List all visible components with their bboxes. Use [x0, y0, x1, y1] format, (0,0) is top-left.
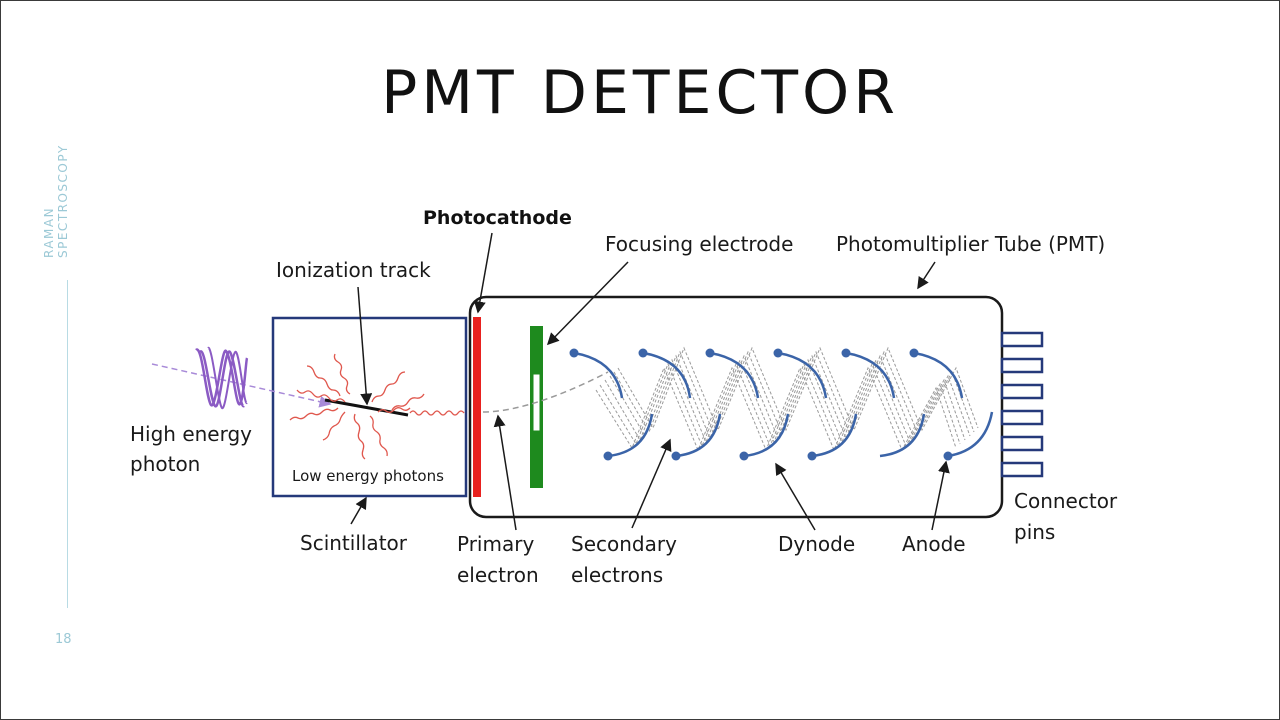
photocathode-bar	[473, 317, 481, 497]
side-divider-line	[67, 280, 68, 608]
dynode-contact	[909, 348, 919, 358]
dynode-contact	[569, 348, 579, 358]
connector-pin	[1000, 461, 1044, 478]
primary-electron-label-line-1: Primary	[457, 532, 534, 556]
pmt-label: Photomultiplier Tube (PMT)	[836, 232, 1105, 256]
photon-wave-right	[194, 348, 249, 407]
dynode-top	[573, 351, 624, 399]
secondary-electrons-label-line-1: Secondary	[571, 532, 677, 556]
secondary-electron-cascade	[595, 346, 979, 452]
top-dynode-contacts	[569, 348, 919, 358]
page-number: 18	[55, 632, 72, 647]
photon-path	[151, 363, 332, 408]
photon-wave-left	[198, 350, 246, 408]
dynode-label: Dynode	[778, 532, 855, 556]
low-energy-photon-wave	[353, 413, 366, 460]
label-pointers	[350, 232, 950, 531]
top-dynodes	[573, 351, 964, 399]
anode-contact	[943, 451, 953, 461]
anode-plate	[947, 411, 994, 458]
secondary-electron-path	[599, 362, 961, 448]
low-energy-photon-to-cathode	[409, 410, 465, 416]
secondary-electron-path	[595, 366, 957, 452]
high-energy-photon-label-line-2: photon	[130, 452, 200, 476]
primary-electron-pointer	[493, 414, 517, 531]
dynode-contact	[841, 348, 851, 358]
dynode-contact	[807, 451, 817, 461]
high-energy-photon-label-line-1: High energy	[130, 422, 252, 446]
dynode-top	[845, 351, 896, 399]
ionization-track-label: Ionization track	[276, 258, 431, 282]
focusing-electrode-label: Focusing electrode	[605, 232, 793, 256]
bottom-dynodes	[607, 413, 926, 458]
secondary-electrons-label-line-2: electrons	[571, 563, 663, 587]
low-energy-photon-wave	[333, 353, 351, 395]
dynode-top	[709, 351, 760, 399]
low-energy-photon-wave	[377, 407, 411, 413]
secondary-electron-path	[609, 354, 971, 440]
low-energy-photon-wave	[322, 411, 346, 441]
dynode-top	[913, 351, 964, 399]
primary-electron-path	[482, 371, 609, 413]
pmt-tube-body	[468, 295, 1004, 519]
scintillator-box	[271, 316, 468, 498]
low-energy-photon-wave	[371, 371, 406, 403]
low-energy-photon-wave	[391, 393, 425, 411]
low-energy-photons-label: Low energy photons	[292, 467, 444, 485]
secondary-electrons-pointer	[631, 438, 672, 529]
dynode-contact	[671, 451, 681, 461]
dynode-bottom	[879, 413, 926, 458]
ionization-track-pointer	[357, 286, 373, 406]
scintillator-pointer	[350, 496, 367, 525]
dynode-top	[642, 351, 692, 399]
photocathode-label: Photocathode	[423, 207, 572, 229]
photocathode-pointer	[473, 232, 493, 314]
dynode-contact	[773, 348, 783, 358]
dynode-contact	[603, 451, 613, 461]
primary-electron-label-line-2: electron	[457, 563, 539, 587]
ionization-track-line	[324, 398, 409, 417]
anode-pointer	[931, 460, 950, 531]
connector-pin	[1000, 357, 1044, 374]
bottom-dynode-contacts	[603, 451, 817, 461]
anode-label: Anode	[902, 532, 966, 556]
dynode-contact	[638, 348, 648, 358]
pmt-pointer	[917, 261, 936, 290]
connector-pin	[1000, 409, 1044, 426]
dynode-top	[777, 351, 828, 399]
low-energy-photon-wave	[306, 365, 341, 397]
focusing-electrode-pointer	[546, 261, 629, 346]
connector-pins	[1000, 331, 1044, 478]
low-energy-photons	[289, 353, 465, 460]
low-energy-photon-wave	[369, 415, 388, 457]
connector-pins-label-line-1: Connector	[1014, 489, 1118, 513]
dynode-bottom	[675, 413, 722, 458]
secondary-electron-path	[617, 346, 979, 432]
connector-pin	[1000, 331, 1044, 348]
dynode-contact	[705, 348, 715, 358]
low-energy-photon-wave	[289, 407, 339, 421]
connector-pin	[1000, 383, 1044, 400]
slide-title: PMT DETECTOR	[381, 58, 899, 128]
scintillator-label: Scintillator	[300, 531, 408, 555]
connector-pin	[1000, 435, 1044, 452]
dynode-pointer	[775, 462, 816, 531]
dynode-bottom	[743, 413, 790, 458]
photon-wave-middle	[207, 346, 248, 410]
dynode-bottom	[811, 413, 858, 458]
low-energy-photon-wave	[296, 389, 346, 403]
connector-pins-label-line-2: pins	[1014, 520, 1055, 544]
dynode-bottom	[607, 413, 654, 458]
dynode-contact	[739, 451, 749, 461]
